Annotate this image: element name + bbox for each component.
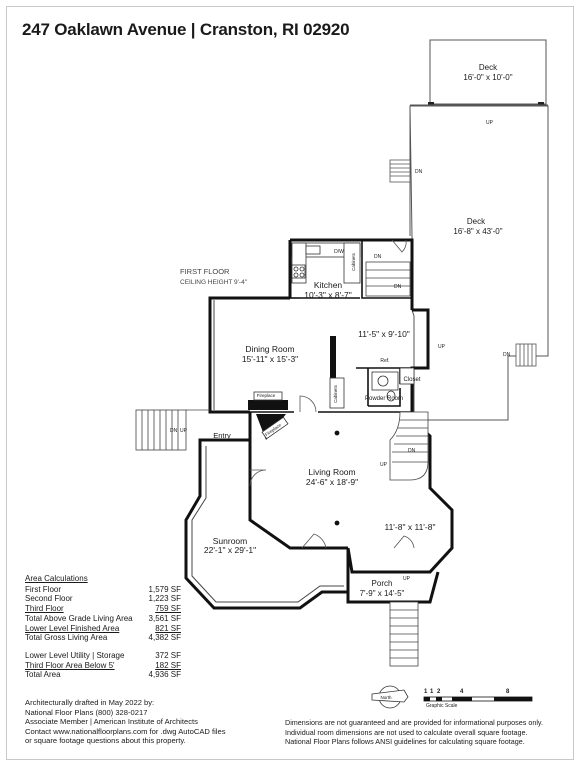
disclaimer-line: Individual room dimensions are not used … [285, 727, 528, 737]
stair-dn-label: DN [408, 448, 416, 454]
kitchen-area-dims: 11'-5" x 9'-10" [358, 329, 410, 339]
scale-tick-3: 4 [460, 689, 464, 695]
porch-dims: 7'-9" x 14'-5" [360, 589, 405, 598]
interior-walls [250, 240, 412, 413]
porch-name: Porch [372, 579, 393, 588]
north-arrow-icon: North [371, 685, 409, 709]
credits-line: Architecturally drafted in May 2022 by: [25, 698, 155, 707]
house-walls [184, 238, 454, 610]
graphic-scale [423, 696, 533, 702]
deck-up-label: UP [486, 120, 494, 126]
kitchen-name: Kitchen [314, 280, 343, 290]
credits-line: Contact www.nationalfloorplans.com for .… [25, 726, 226, 736]
main-deck-name: Deck [467, 217, 486, 226]
scale-caption: Graphic Scale [426, 703, 458, 709]
disclaimer-line: National Floor Plans follows ANSI guidel… [285, 737, 525, 747]
deck-up-label-2: UP [438, 344, 446, 350]
upper-deck [409, 39, 548, 236]
credits-line: National Floor Plans (800) 328-0217 [25, 707, 148, 717]
credits: Architecturally drafted in May 2022 by: … [25, 698, 226, 746]
area-header: Area Calculations [25, 574, 88, 583]
porch-up-label: UP [403, 576, 411, 582]
powder-label: Powder Room [365, 396, 403, 402]
credits-line: Associate Member | American Institute of… [25, 717, 198, 727]
main-deck-dims: 16'-8" x 43'-0" [453, 227, 502, 236]
dw-label: D/W [334, 249, 344, 255]
area-row: Third Floor Area Below 5'182 SF [25, 660, 181, 670]
deck-dn-label-2: DN [503, 352, 511, 358]
kitchen-cabinets-label: Cabinets [351, 252, 356, 271]
kitchen-dn-label-2: DN [394, 284, 402, 290]
sunroom-dims: 22'-1" x 29'-1" [204, 545, 256, 555]
credits-line: or square footage questions about this p… [25, 736, 186, 746]
entry-up-label: UP [180, 428, 188, 434]
ref-label: Ref. [380, 358, 389, 364]
dining-dims: 15'-11" x 15'-3" [242, 354, 298, 364]
kitchen-dims: 10'-3" x 8'-7" [304, 290, 352, 300]
entry-label: Entry [213, 431, 231, 440]
page-title: 247 Oaklawn Avenue | Cranston, RI 02920 [22, 20, 350, 39]
deck-dn-label: DN [415, 169, 423, 175]
scale-tick-0: 1 [424, 689, 428, 695]
disclaimer: Dimensions are not guaranteed and are pr… [285, 718, 543, 747]
scale-tick-4: 8 [506, 689, 510, 695]
ceiling-label: CEILING HEIGHT 9'-4" [180, 279, 248, 286]
page-frame [6, 6, 574, 760]
floor-label: FIRST FLOOR [180, 267, 230, 276]
closet-label: Closet [403, 377, 420, 383]
stair-up-label: UP [380, 462, 388, 468]
living-name: Living Room [308, 467, 355, 477]
living-dims: 24'-6" x 18'-9" [306, 477, 358, 487]
north-label: North [380, 695, 392, 700]
entry-dn-label: DN [170, 428, 178, 434]
sunroom-name: Sunroom [213, 536, 248, 546]
upper-deck-name: Deck [479, 63, 498, 72]
scale-tick-1: 1 [430, 689, 434, 695]
fireplace-label-1: Fireplace [257, 393, 276, 398]
dining-name: Dining Room [245, 344, 294, 354]
upper-deck-dims: 16'-0" x 10'-0" [463, 73, 512, 82]
scale-tick-2: 2 [437, 689, 441, 695]
bay-dims: 11'-8" x 11'-8" [384, 522, 435, 532]
kitchen-dn-label: DN [374, 254, 382, 260]
cabinets-label: Cabinets [333, 384, 338, 403]
disclaimer-line: Dimensions are not guaranteed and are pr… [285, 718, 543, 727]
